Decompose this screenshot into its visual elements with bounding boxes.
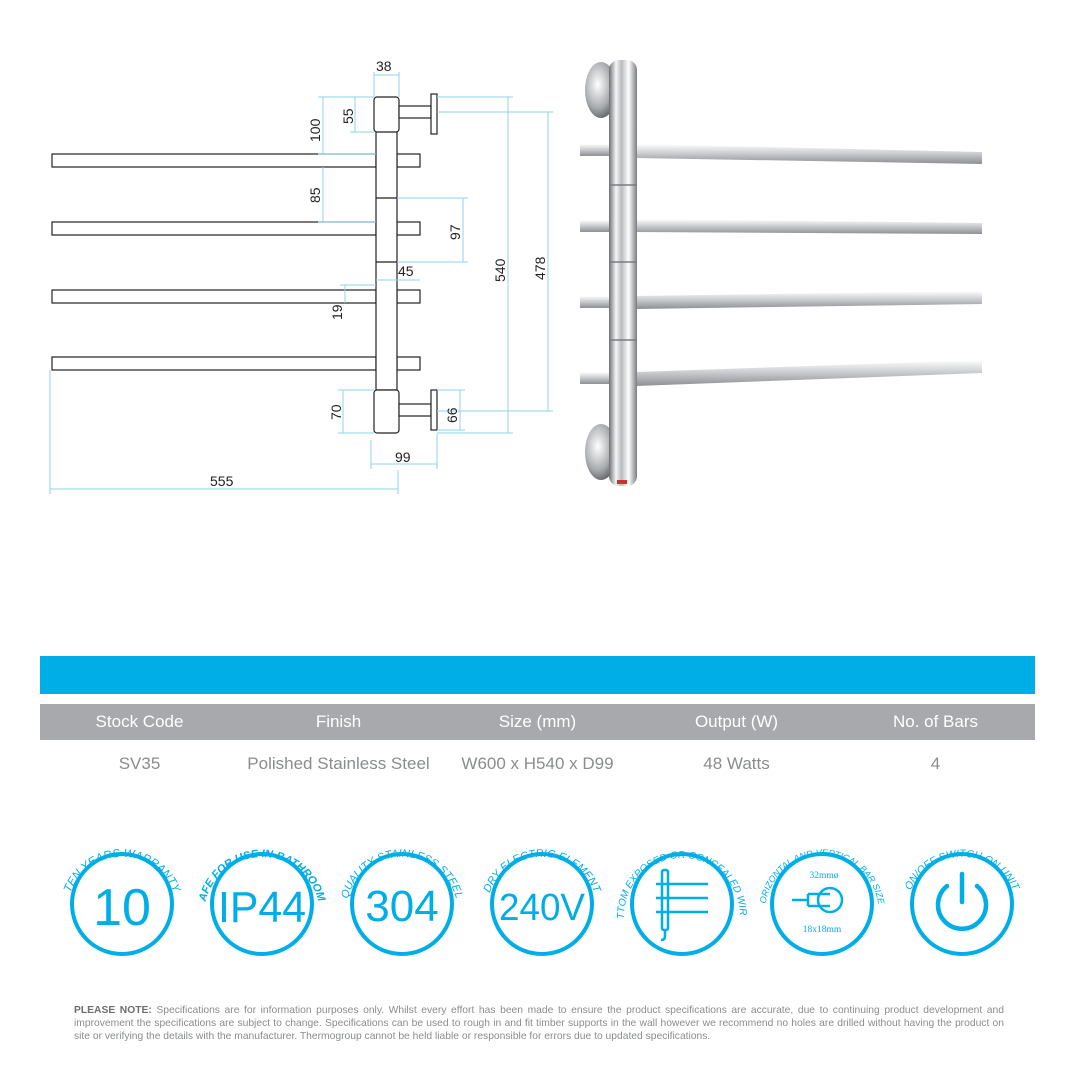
drawing-bar-4 <box>51 356 377 371</box>
table-row: SV35 Polished Stainless Steel W600 x H54… <box>40 740 1035 788</box>
dim-85: 85 <box>307 187 323 203</box>
drawing-bar-1 <box>51 153 377 168</box>
bar-sizes-icon: HORIZONTAL AND VERTICAL BAR SIZES 32mmø … <box>752 812 887 956</box>
cell-size: W600 x H540 x D99 <box>461 754 614 773</box>
drawing-stub-2 <box>396 221 421 236</box>
towel-rail-icon <box>656 868 708 942</box>
drawing-bar-2 <box>51 221 377 236</box>
voltage-icon: DRY ELECTRIC ELEMENT 240V <box>481 848 603 956</box>
power-badge: ON/OFF SWITCH ON UNIT <box>892 812 1032 972</box>
warranty-badge: TEN YEARS WARRANTY 10 <box>52 812 192 972</box>
dim-19: 19 <box>329 304 345 320</box>
bar-size-square-label: 18x18mm <box>803 925 842 935</box>
ip-rating-icon: SAFE FOR USE IN BATHROOMS IP44 <box>192 812 327 956</box>
ip-rating-badge: SAFE FOR USE IN BATHROOMS IP44 <box>192 812 332 972</box>
wiring-icon: BOTTOM EXPOSED OR CONCEALED WIRING <box>612 812 748 956</box>
badge-value: 240V <box>499 887 586 929</box>
header-stock-code: Stock Code <box>40 704 239 740</box>
dim-540: 540 <box>492 258 508 282</box>
cell-finish: Polished Stainless Steel <box>247 754 430 773</box>
product-photo <box>580 60 982 486</box>
dimension-lines <box>49 72 553 494</box>
drawing-stub-1 <box>396 153 421 168</box>
dim-97: 97 <box>447 224 463 240</box>
warranty-icon: TEN YEARS WARRANTY 10 <box>62 848 183 956</box>
drawing-top-cap <box>373 96 400 133</box>
photo-column <box>609 60 637 486</box>
drawing-stub-3 <box>396 289 421 304</box>
drawing-bar-3 <box>51 289 377 304</box>
drawing-top-flange <box>430 93 438 135</box>
drawing-bottom-cap <box>373 389 400 434</box>
badge-value: 304 <box>365 882 438 931</box>
photo-bar-1 <box>636 144 982 164</box>
line-drawing <box>51 93 438 434</box>
dimension-labels: 38 55 100 85 97 45 19 70 66 99 540 478 5… <box>210 58 548 489</box>
note-label: PLEASE NOTE: <box>74 1005 152 1016</box>
steel-grade-icon: QUALITY STAINLESS STEEL 304 <box>339 848 465 956</box>
drawing-bottom-arm <box>398 403 432 417</box>
disclaimer-note: PLEASE NOTE: Specifications are for info… <box>74 1004 1004 1043</box>
badge-value: IP44 <box>218 883 306 932</box>
photo-bar-4 <box>636 360 982 386</box>
photo-bar-3 <box>636 291 982 309</box>
power-icon: ON/OFF SWITCH ON UNIT <box>902 848 1022 956</box>
technical-drawing: 38 55 100 85 97 45 19 70 66 99 540 478 5… <box>49 58 982 494</box>
header-size: Size (mm) <box>438 704 637 740</box>
drawing-stub-4 <box>396 356 421 371</box>
dim-66: 66 <box>444 407 460 423</box>
drawing-top-arm <box>398 105 432 119</box>
header-output: Output (W) <box>637 704 836 740</box>
dim-478: 478 <box>532 256 548 280</box>
badge-value: 10 <box>93 879 151 937</box>
header-finish: Finish <box>239 704 438 740</box>
drawing-column <box>375 129 398 391</box>
dim-70: 70 <box>328 404 344 420</box>
cell-output: 48 Watts <box>703 754 770 773</box>
drawing-bottom-flange <box>430 389 438 431</box>
dim-100: 100 <box>307 118 323 142</box>
wiring-badge: BOTTOM EXPOSED OR CONCEALED WIRING <box>612 812 752 972</box>
cell-bars: 4 <box>930 754 941 773</box>
dim-99: 99 <box>395 449 411 465</box>
dim-38: 38 <box>376 58 392 74</box>
note-text: Specifications are for information purpo… <box>74 1005 1004 1042</box>
feature-badges: TEN YEARS WARRANTY 10 SAFE FOR USE IN BA… <box>52 812 1042 972</box>
dim-55: 55 <box>340 108 356 124</box>
bar-sizes-badge: HORIZONTAL AND VERTICAL BAR SIZES 32mmø … <box>752 812 892 972</box>
accent-band <box>40 656 1035 694</box>
dim-555: 555 <box>210 473 234 489</box>
voltage-badge: DRY ELECTRIC ELEMENT 240V <box>472 812 612 972</box>
bar-size-round-label: 32mmø <box>809 871 838 881</box>
spec-table: Stock Code Finish Size (mm) Output (W) N… <box>40 704 1035 788</box>
header-bars: No. of Bars <box>836 704 1035 740</box>
photo-bar-2 <box>636 219 982 234</box>
cell-stock-code: SV35 <box>118 754 161 773</box>
dim-45: 45 <box>398 263 414 279</box>
steel-badge: QUALITY STAINLESS STEEL 304 <box>332 812 472 972</box>
spec-table-header: Stock Code Finish Size (mm) Output (W) N… <box>40 704 1035 740</box>
